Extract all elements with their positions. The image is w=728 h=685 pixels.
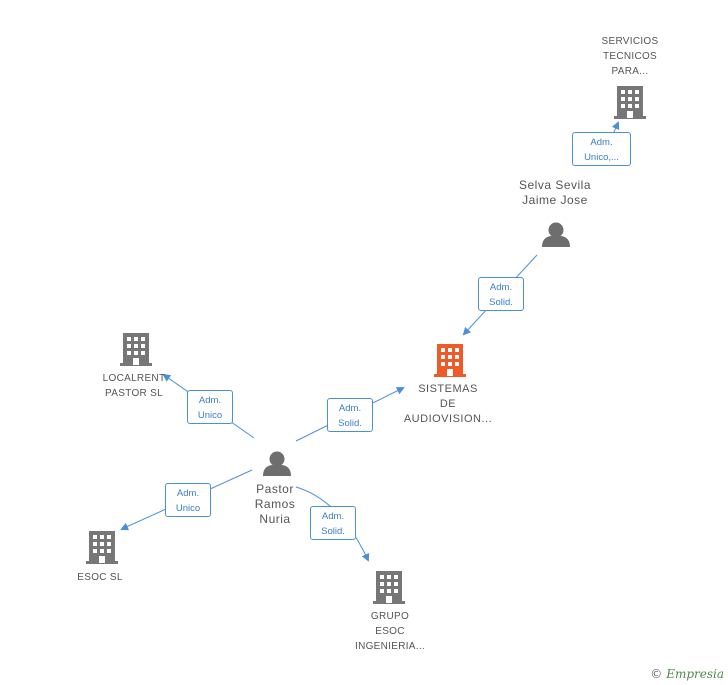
label-line: PASTOR SL <box>105 388 163 399</box>
node-label-grupo[interactable]: GRUPO ESOC INGENIERIA... <box>340 609 440 654</box>
label-line: AUDIOVISION... <box>403 413 493 425</box>
node-label-sistemas[interactable]: SISTEMAS DE AUDIOVISION... <box>390 382 506 427</box>
edge-label-line: Unico,... <box>584 152 619 163</box>
node-label-selva[interactable]: Selva Sevila Jaime Jose <box>500 178 610 208</box>
label-line: LOCALRENT <box>102 373 166 384</box>
edge-label-line: Solid. <box>489 297 513 308</box>
building-icon[interactable] <box>120 333 152 366</box>
building-icon[interactable] <box>86 531 118 564</box>
footer-brand[interactable]: ©Empresia <box>650 667 724 681</box>
label-line: Pastor <box>256 482 294 496</box>
label-line: ESOC SL <box>77 572 123 583</box>
label-line: SISTEMAS <box>418 383 478 395</box>
label-line: DE <box>439 398 457 410</box>
edge-label-line: Adm. <box>176 488 200 499</box>
edge-label-pastor-sistemas[interactable]: Adm. Solid. <box>327 398 373 432</box>
edge-label-line: Unico <box>197 410 223 421</box>
node-label-pastor[interactable]: Pastor Ramos Nuria <box>235 482 315 527</box>
label-line: GRUPO <box>370 611 410 622</box>
person-icon[interactable] <box>263 451 291 477</box>
edge-label-pastor-localrent[interactable]: Adm. Unico <box>187 390 233 424</box>
node-label-servicios[interactable]: SERVICIOS TECNICOS PARA... <box>580 34 680 79</box>
label-line: Jaime Jose <box>522 193 588 207</box>
brand-logo: Empresia <box>666 667 724 681</box>
copyright-icon: © <box>650 667 663 681</box>
edge-label-selva-servicios[interactable]: Adm. Unico,... <box>572 132 631 166</box>
edge-label-selva-sistemas[interactable]: Adm. Solid. <box>478 277 524 311</box>
edge-label-line: Adm. <box>338 403 362 414</box>
label-line: INGENIERIA... <box>354 641 426 652</box>
label-line: Ramos <box>254 497 296 511</box>
edge-label-line: Solid. <box>338 418 362 429</box>
edge-label-pastor-grupo[interactable]: Adm. Solid. <box>310 506 356 540</box>
building-icon[interactable] <box>434 344 466 377</box>
node-label-localrent[interactable]: LOCALRENT PASTOR SL <box>84 371 184 401</box>
edge-label-line: Adm. <box>590 137 613 148</box>
edge-label-line: Adm. <box>489 282 513 293</box>
node-label-esoc[interactable]: ESOC SL <box>60 570 140 585</box>
person-icon[interactable] <box>542 222 570 248</box>
label-line: Selva Sevila <box>518 178 592 192</box>
label-line: Nuria <box>259 512 291 526</box>
edge-label-pastor-esoc[interactable]: Adm. Unico <box>165 483 211 517</box>
edge-label-line: Adm. <box>321 511 345 522</box>
label-line: ESOC <box>375 626 405 637</box>
building-icon[interactable] <box>614 86 646 119</box>
building-icon[interactable] <box>373 571 405 604</box>
edge-label-line: Solid. <box>321 526 345 537</box>
label-line: TECNICOS <box>602 51 658 62</box>
label-line: PARA... <box>611 66 649 77</box>
edge-label-line: Adm. <box>198 395 222 406</box>
label-line: SERVICIOS <box>601 36 659 47</box>
edge-label-line: Unico <box>175 503 201 514</box>
